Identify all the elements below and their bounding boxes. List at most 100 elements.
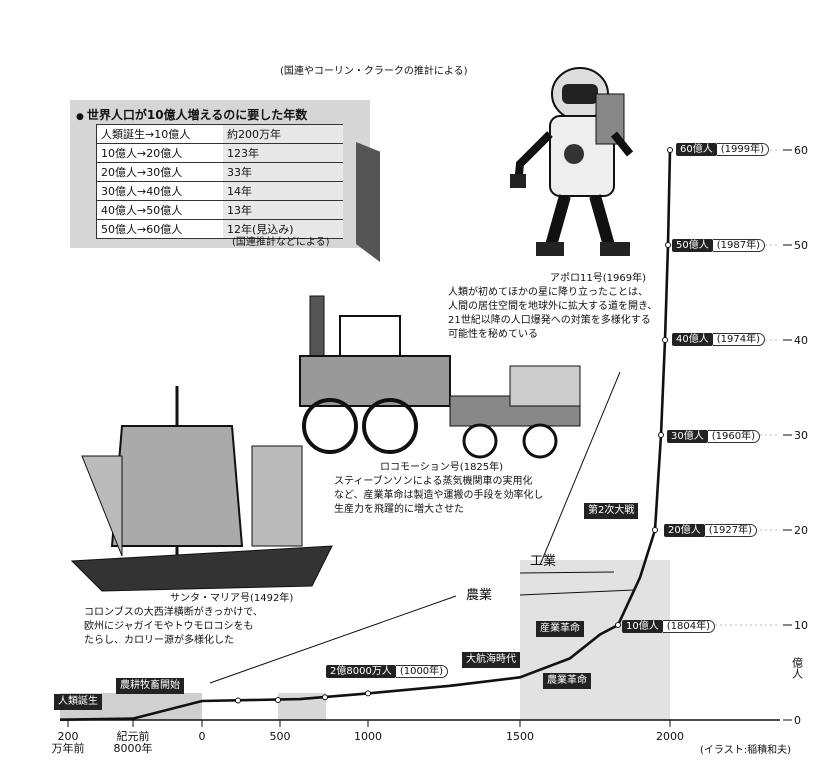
table-cell-interval: 20億人→30億人 <box>96 162 223 182</box>
pop-label-2b: 20億人(1927年) <box>664 524 757 538</box>
apollo-desc-1: 人類が初めてほかの星に降り立ったことは、 <box>448 287 648 298</box>
locomotion-desc-3: 生産力を飛躍的に増大させた <box>334 504 464 515</box>
curve-point <box>652 527 658 533</box>
curve-point <box>665 242 671 248</box>
pop-year: (1974年) <box>712 333 765 346</box>
x-tick-label: 200 <box>58 730 79 743</box>
agriculture-pointer-diag <box>209 595 457 684</box>
table-shadow <box>356 142 380 262</box>
x-tick-label: 紀元前 <box>117 729 150 743</box>
apollo-astronaut-illustration <box>510 67 634 256</box>
years-table-panel: 世界人口が10億人増えるのに要した年数 人類誕生→10億人約200万年10億人→… <box>70 100 380 262</box>
y-tick-label: 60 <box>794 144 808 157</box>
table-cell-interval: 40億人→50億人 <box>96 200 223 220</box>
locomotion-illustration <box>299 295 581 459</box>
event-agricultural-revolution: 農業革命 <box>543 673 591 689</box>
event-agriculture-start: 農耕牧畜開始 <box>116 678 184 694</box>
table-cell-interval: 50億人→60億人 <box>96 219 223 239</box>
table-note: (国連推計などによる) <box>232 237 330 248</box>
pop-amount: 40億人 <box>672 333 713 346</box>
agriculture-pointer <box>519 589 635 596</box>
santa-maria-desc-3: たらし、カロリー源が多様化した <box>84 635 234 646</box>
x-tick-label: 0 <box>199 730 206 743</box>
pop-label-1b: 10億人(1804年) <box>622 620 715 634</box>
y-tick-label: 0 <box>794 714 801 727</box>
santa-maria-title: サンタ・マリア号(1492年) <box>170 593 294 604</box>
pop-year: (1000年) <box>395 665 449 678</box>
table-cell-interval: 人類誕生→10億人 <box>96 124 223 144</box>
y-tick-label: 20 <box>794 524 808 537</box>
pop-amount: 30億人 <box>667 430 708 443</box>
pop-amount: 20億人 <box>664 524 705 537</box>
x-tick-label: 500 <box>270 730 291 743</box>
x-tick-label: 万年前 <box>52 741 85 755</box>
industry-pointer <box>519 571 615 574</box>
agriculture-annotation: 農業 <box>466 588 493 603</box>
apollo-desc-2: 人間の居住空間を地球外に拡大する道を開き、 <box>448 301 658 312</box>
y-gridlines <box>680 149 780 626</box>
apollo-title: アポロ11号(1969年) <box>550 273 646 284</box>
locomotion-title: ロコモーション号(1825年) <box>380 462 504 473</box>
event-age-of-discovery: 大航海時代 <box>462 652 520 668</box>
pop-label-5b: 50億人(1987年) <box>672 239 765 253</box>
pop-label-6b: 60億人(1999年) <box>676 143 769 157</box>
santa-maria-desc-2: 欧州にジャガイモやトウモロコシをも <box>84 621 254 632</box>
x-tick-label: 1500 <box>506 730 534 743</box>
y-tick-label: 30 <box>794 429 808 442</box>
santa-maria-illustration <box>70 386 333 592</box>
curve-point <box>365 690 371 697</box>
curve-markers <box>235 147 673 704</box>
pop-label-280m: 2億8000万人(1000年) <box>326 665 449 679</box>
x-tick-label: 1000 <box>354 730 382 743</box>
curve-point <box>275 697 281 704</box>
curve-point <box>322 694 328 701</box>
pop-year: (1999年) <box>716 143 769 156</box>
pop-year: (1804年) <box>662 620 715 633</box>
apollo-caption: アポロ11号(1969年) 人類が初めてほかの星に降り立ったことは、 人間の居住… <box>448 272 657 342</box>
table-cell-years: 12年(見込み) <box>223 219 343 239</box>
pop-year: (1987年) <box>712 239 765 252</box>
pop-amount: 2億8000万人 <box>326 665 396 678</box>
table-cell-years: 13年 <box>223 200 343 220</box>
locomotion-caption: ロコモーション号(1825年) スティーブンソンによる蒸気機関車の実用化 など、… <box>334 461 544 517</box>
event-human-origin: 人類誕生 <box>54 694 102 710</box>
population-curve <box>59 149 672 721</box>
pop-amount: 50億人 <box>672 239 713 252</box>
industry-pointer-diag <box>539 371 621 566</box>
table-cell-years: 約200万年 <box>223 124 343 144</box>
curve-point <box>235 697 241 704</box>
x-tick-label: 2000 <box>656 730 684 743</box>
table-cell-years: 14年 <box>223 181 343 201</box>
table-title: 世界人口が10億人増えるのに要した年数 <box>76 106 307 123</box>
table-cell-interval: 10億人→20億人 <box>96 143 223 163</box>
event-industrial-revolution: 産業革命 <box>536 621 584 637</box>
pop-year: (1960年) <box>707 430 760 443</box>
x-tick-label: 8000年 <box>114 741 153 755</box>
y-tick-label: 40 <box>794 334 808 347</box>
santa-maria-desc-1: コロンブスの大西洋横断がきっかけで、 <box>84 607 263 618</box>
curve-point <box>615 622 621 628</box>
illustration-credit: (イラスト:稲積和夫) <box>700 745 791 756</box>
table-row: 人類誕生→10億人約200万年 <box>96 124 343 144</box>
santa-maria-caption: サンタ・マリア号(1492年) コロンブスの大西洋横断がきっかけで、 欧州にジャ… <box>84 592 293 648</box>
curve-point <box>658 432 664 438</box>
y-tick-label: 10 <box>794 619 808 632</box>
event-ww2: 第2次大戦 <box>584 503 639 519</box>
apollo-desc-4: 可能性を秘めている <box>448 329 538 340</box>
table-cell-interval: 30億人→40億人 <box>96 181 223 201</box>
source-note: (国連やコーリン・クラークの推計による) <box>280 66 468 77</box>
locomotion-desc-2: など、産業革命は製造や運搬の手段を効率化し <box>334 490 544 501</box>
pop-amount: 10億人 <box>622 620 663 633</box>
curve-point <box>667 147 673 153</box>
y-axis-label: 億人 <box>791 657 804 679</box>
apollo-desc-3: 21世紀以降の人口爆発への対策を多様化する <box>448 315 651 326</box>
pop-amount: 60億人 <box>676 143 717 156</box>
